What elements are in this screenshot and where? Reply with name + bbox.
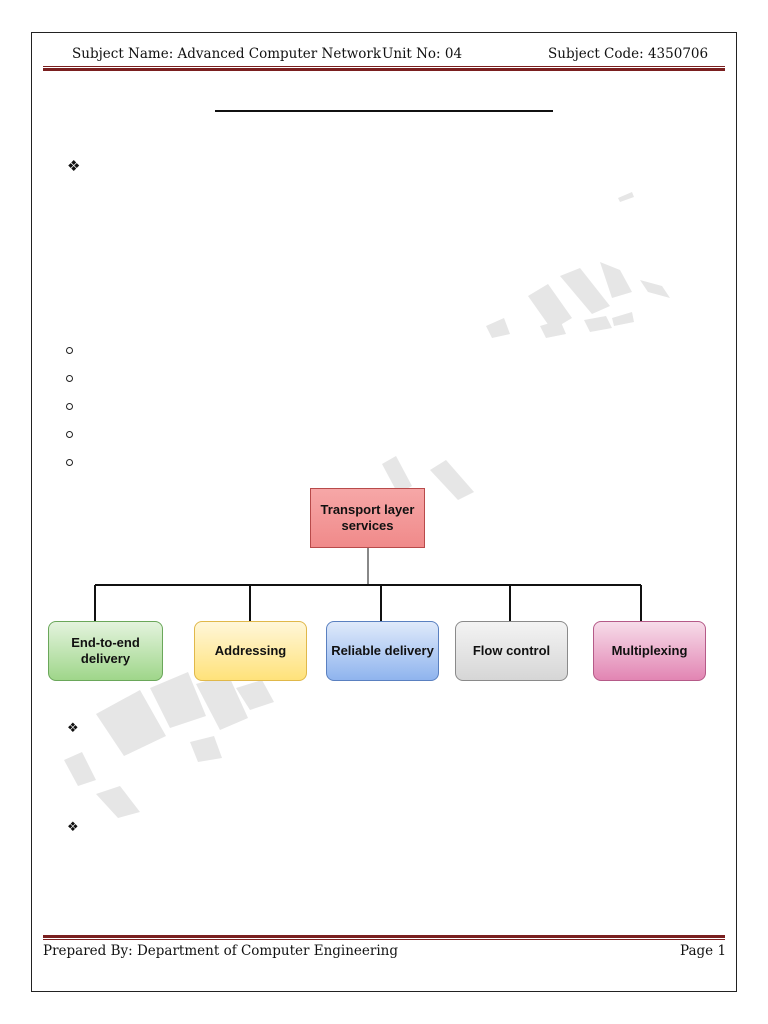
diagram-node-label: Multiplexing [611,643,688,659]
footer-rule-thin [43,939,725,940]
diagram-node-flow-control: Flow control [455,621,568,681]
header-rule-thick [43,68,725,71]
page-number: Page 1 [680,943,727,959]
header-rule-thin [43,66,725,67]
footer-rule-thick [43,935,725,938]
diagram-node-label: End-to-end delivery [71,635,140,666]
diagram-node-addressing: Addressing [194,621,307,681]
subject-code: Subject Code: 4350706 [548,46,709,62]
prepared-by: Prepared By: Department of Computer Engi… [43,943,399,959]
diagram-node-multiplexing: Multiplexing [593,621,706,681]
circle-bullet-icon [66,375,73,382]
diagram-root-label: Transport layer services [320,502,415,533]
diagram-node-label: Addressing [214,643,287,659]
diagram-node-end-to-end-delivery: End-to-end delivery [48,621,163,681]
circle-bullet-icon [66,403,73,410]
diagram-node-label: Reliable delivery [331,643,434,659]
page-border [31,32,737,992]
diamond-bullet-icon: ❖ [67,157,81,175]
diamond-bullet-icon: ❖ [67,820,79,835]
diagram-node-label: Flow control [472,643,551,659]
subject-name: Subject Name: Advanced Computer Network [72,46,382,62]
title-underline [215,110,553,112]
circle-bullet-icon [66,459,73,466]
diamond-bullet-icon: ❖ [67,721,79,736]
diagram-root-transport-layer-services: Transport layer services [310,488,425,548]
circle-bullet-icon [66,431,73,438]
circle-bullet-icon [66,347,73,354]
diagram-node-reliable-delivery: Reliable delivery [326,621,439,681]
unit-number: Unit No: 04 [382,46,463,62]
